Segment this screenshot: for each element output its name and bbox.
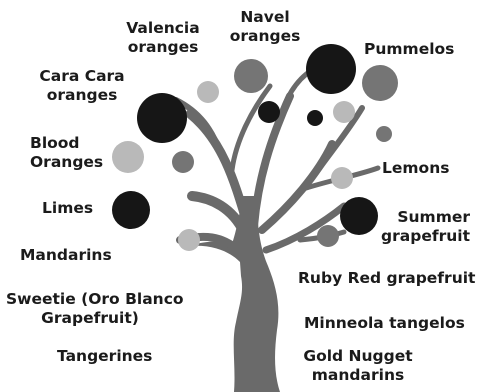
- label-cara-cara-oranges: Cara Cara oranges: [32, 67, 132, 105]
- branch-right: [262, 144, 332, 230]
- fruit-lemon: [376, 126, 392, 142]
- fruit-lemon-light: [331, 167, 353, 189]
- fruit-navel: [234, 59, 268, 93]
- fruit-pummelo-small: [362, 65, 398, 101]
- fruit-mid-dark: [258, 101, 280, 123]
- label-navel-oranges: Navel oranges: [225, 8, 305, 46]
- label-summer-grapefruit: Summer grapefruit: [378, 208, 470, 246]
- fruit-cara-cara: [137, 93, 187, 143]
- label-pummelos: Pummelos: [364, 40, 454, 59]
- label-blood-oranges: Blood Oranges: [30, 134, 103, 172]
- fruit-blood-small: [172, 151, 194, 173]
- fruit-valencia: [197, 81, 219, 103]
- fruit-upper-right-light: [333, 101, 355, 123]
- fruit-summer: [340, 197, 378, 235]
- fruit-pummelo: [306, 44, 356, 94]
- label-gold-nugget-mandarins: Gold Nugget mandarins: [300, 347, 416, 385]
- fruit-summer-small: [317, 225, 339, 247]
- fruit-upper-right-small: [307, 110, 323, 126]
- label-minneola-tangelos: Minneola tangelos: [304, 314, 465, 333]
- label-ruby-red-grapefruit: Ruby Red grapefruit: [298, 269, 475, 288]
- label-valencia-oranges: Valencia oranges: [117, 19, 209, 57]
- fruit-blood-orange: [112, 141, 144, 173]
- label-mandarins: Mandarins: [20, 246, 112, 265]
- label-limes: Limes: [42, 199, 93, 218]
- label-sweetie-grapefruit: Sweetie (Oro Blanco Grapefruit): [6, 290, 174, 328]
- label-lemons: Lemons: [382, 159, 449, 178]
- label-tangerines: Tangerines: [57, 347, 152, 366]
- fruit-lime: [112, 191, 150, 229]
- fruit-mandarin-light: [178, 229, 200, 251]
